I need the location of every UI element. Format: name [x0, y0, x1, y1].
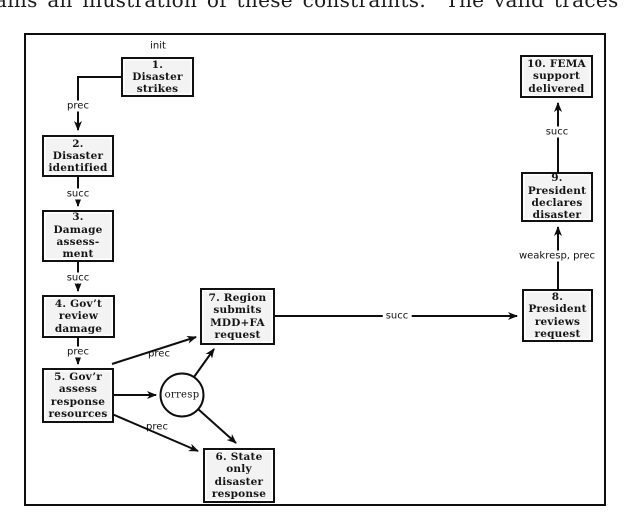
edge-label-prec-5-7: prec — [148, 348, 170, 360]
figure-frame — [24, 33, 606, 506]
node-8-president-reviews: 8. President reviews request — [522, 289, 593, 342]
edge-label-succ-9-10: succ — [542, 126, 572, 138]
edge-label-prec-1-2: prec — [64, 100, 92, 112]
node-3-damage-assessment: 3. Damage assess- ment — [42, 210, 114, 262]
edge-label-init: init — [150, 40, 166, 52]
edge-label-weakresp-8-9: weakresp, prec — [515, 250, 599, 262]
node-4-govt-review-damage: 4. Gov’t review damage — [42, 295, 115, 338]
node-9-president-declares: 9. President declares disaster — [521, 172, 593, 222]
node-10-fema-support: 10. FEMA support delivered — [520, 55, 593, 98]
edge-label-prec-4-5: prec — [64, 346, 92, 358]
node-1-disaster-strikes: 1. Disaster strikes — [121, 57, 194, 97]
node-5-govr-assess-resources: 5. Gov’r assess response resources — [42, 368, 114, 423]
edge-label-succ-7-8: succ — [382, 310, 412, 322]
orresp-gateway-label: orresp — [164, 389, 200, 401]
node-2-disaster-identified: 2. Disaster identified — [42, 135, 114, 177]
edge-label-succ-2-3: succ — [63, 188, 93, 200]
edge-label-succ-3-4: succ — [63, 272, 93, 284]
node-7-region-submits-request: 7. Region submits MDD+FA request — [200, 288, 275, 345]
cropped-paper-text: ains an illustration of these constraint… — [0, 0, 619, 12]
node-6-state-only-response: 6. State only disaster response — [203, 448, 275, 503]
edge-label-prec-5-6: prec — [146, 421, 168, 433]
